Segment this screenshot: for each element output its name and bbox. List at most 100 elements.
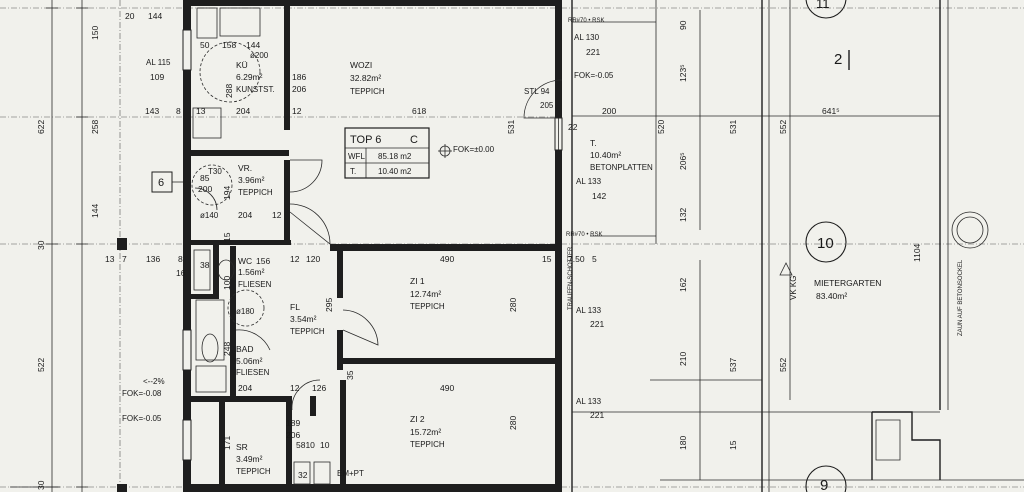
room-garden-name: MIETERGARTEN: [814, 278, 881, 288]
dim: 12: [292, 106, 302, 116]
room-sr-floor: TEPPICH: [236, 467, 271, 476]
stl-note: STL 94: [524, 87, 550, 96]
garden-boundaries: [571, 0, 1024, 492]
exterior-walls: [117, 0, 562, 492]
dim: 186: [292, 72, 306, 82]
room-zi2-area: 15.72m²: [410, 427, 441, 437]
room-wc-name: WC: [238, 256, 252, 266]
dim: 144: [148, 11, 162, 21]
dim: 280: [508, 416, 518, 430]
dim: 200: [198, 184, 212, 194]
dim: 15: [222, 232, 232, 242]
dim: 200: [602, 106, 616, 116]
al133-a: AL 133: [576, 177, 602, 186]
dim: 8: [178, 254, 183, 264]
dim: 50: [200, 40, 210, 50]
room-wozi-floor: TEPPICH: [350, 87, 385, 96]
room-zi2-floor: TEPPICH: [410, 440, 445, 449]
dim: 30: [36, 480, 46, 490]
dim: 144: [246, 40, 260, 50]
room-wozi-name: WOZI: [350, 60, 372, 70]
al133-c: AL 133: [576, 397, 602, 406]
room-fl-area: 3.54m²: [290, 314, 317, 324]
dim: 622: [36, 120, 46, 134]
dim: 12: [290, 254, 300, 264]
dim: 520: [656, 120, 666, 134]
room-ku-floor: KUNSTST.: [236, 85, 275, 94]
dim: 162: [678, 278, 688, 292]
fixtures: [191, 7, 331, 485]
dim: 13: [105, 254, 115, 264]
dim: 531: [728, 120, 738, 134]
dim: 248: [222, 342, 232, 356]
al130: AL 130: [574, 33, 600, 42]
dim: 490: [440, 254, 454, 264]
fok-center: FOK=±0.00: [453, 145, 495, 154]
room-vr-floor: TEPPICH: [238, 188, 273, 197]
dim: 20: [125, 11, 135, 21]
dia-140: ø140: [200, 211, 219, 220]
vk-kg-note: VK KG: [789, 276, 798, 300]
room-fl-name: FL: [290, 302, 300, 312]
room-terrace-floor: BETONPLATTEN: [590, 163, 653, 172]
dim: 295: [324, 298, 334, 312]
room-sr-area: 3.49m²: [236, 454, 263, 464]
dim: 12: [290, 383, 300, 393]
dim: 144: [90, 204, 100, 218]
dim: 15: [542, 254, 552, 264]
dim: 618: [412, 106, 426, 116]
room-bad-area: 5.06m²: [236, 356, 263, 366]
dim: 13: [196, 106, 206, 116]
wfl-value: 85.18 m2: [378, 152, 412, 161]
dim: 8: [176, 106, 181, 116]
dim: 156: [256, 256, 270, 266]
door-t30: T30: [208, 167, 222, 176]
fok-left-2: FOK=-0.05: [122, 414, 162, 423]
room-vr-name: VR.: [238, 163, 252, 173]
dim: 32: [298, 470, 308, 480]
dim: 221: [590, 410, 604, 420]
room-ku-area: 6.29m²: [236, 72, 263, 82]
dim: 90: [678, 20, 688, 30]
terrace-label: T.: [350, 167, 356, 176]
dim: 123⁵: [678, 64, 688, 82]
dim: 85: [200, 173, 210, 183]
top-letter: C: [410, 134, 418, 146]
dim: 120: [306, 254, 320, 264]
dim: 142: [592, 191, 606, 201]
room-vr-area: 3.96m²: [238, 175, 265, 185]
room-wozi-area: 32.82m²: [350, 73, 381, 83]
dia-180: ø180: [236, 307, 255, 316]
dim: 5: [592, 254, 597, 264]
dim: 552: [778, 358, 788, 372]
dim: 126: [312, 383, 326, 393]
terrace-value: 10.40 m2: [378, 167, 412, 176]
markers: 6 2 10 9 11: [151, 0, 850, 492]
dim: 136: [146, 254, 160, 264]
dim: 531: [506, 120, 516, 134]
dim: 15: [728, 440, 738, 450]
dim: 143: [145, 106, 159, 116]
door-swings: [194, 79, 563, 411]
dim: 132: [678, 208, 688, 222]
dim: 171: [222, 436, 232, 450]
room-wc-area: 1.56m²: [238, 267, 265, 277]
dim: 109: [150, 72, 164, 82]
dim: 1104: [912, 243, 922, 262]
fok-terrace: FOK=-0.05: [574, 71, 614, 80]
dim: 7: [122, 254, 127, 264]
dim: 221: [586, 47, 600, 57]
room-bad-floor: FLIESEN: [236, 368, 270, 377]
dim: 206: [286, 430, 300, 440]
rr-note-top: RR#70 • RSK: [568, 18, 604, 24]
room-zi1-floor: TEPPICH: [410, 302, 445, 311]
dim: 38: [200, 260, 210, 270]
dim: 189: [286, 418, 300, 428]
dim: 16: [176, 268, 186, 278]
dim: 280: [508, 298, 518, 312]
slope-note: <--2%: [143, 377, 165, 386]
dim: 206⁵: [678, 152, 688, 170]
room-bad-name: BAD: [236, 344, 253, 354]
top-info-box: TOP 6 C WFL 85.18 m2 T. 10.40 m2: [344, 127, 452, 179]
